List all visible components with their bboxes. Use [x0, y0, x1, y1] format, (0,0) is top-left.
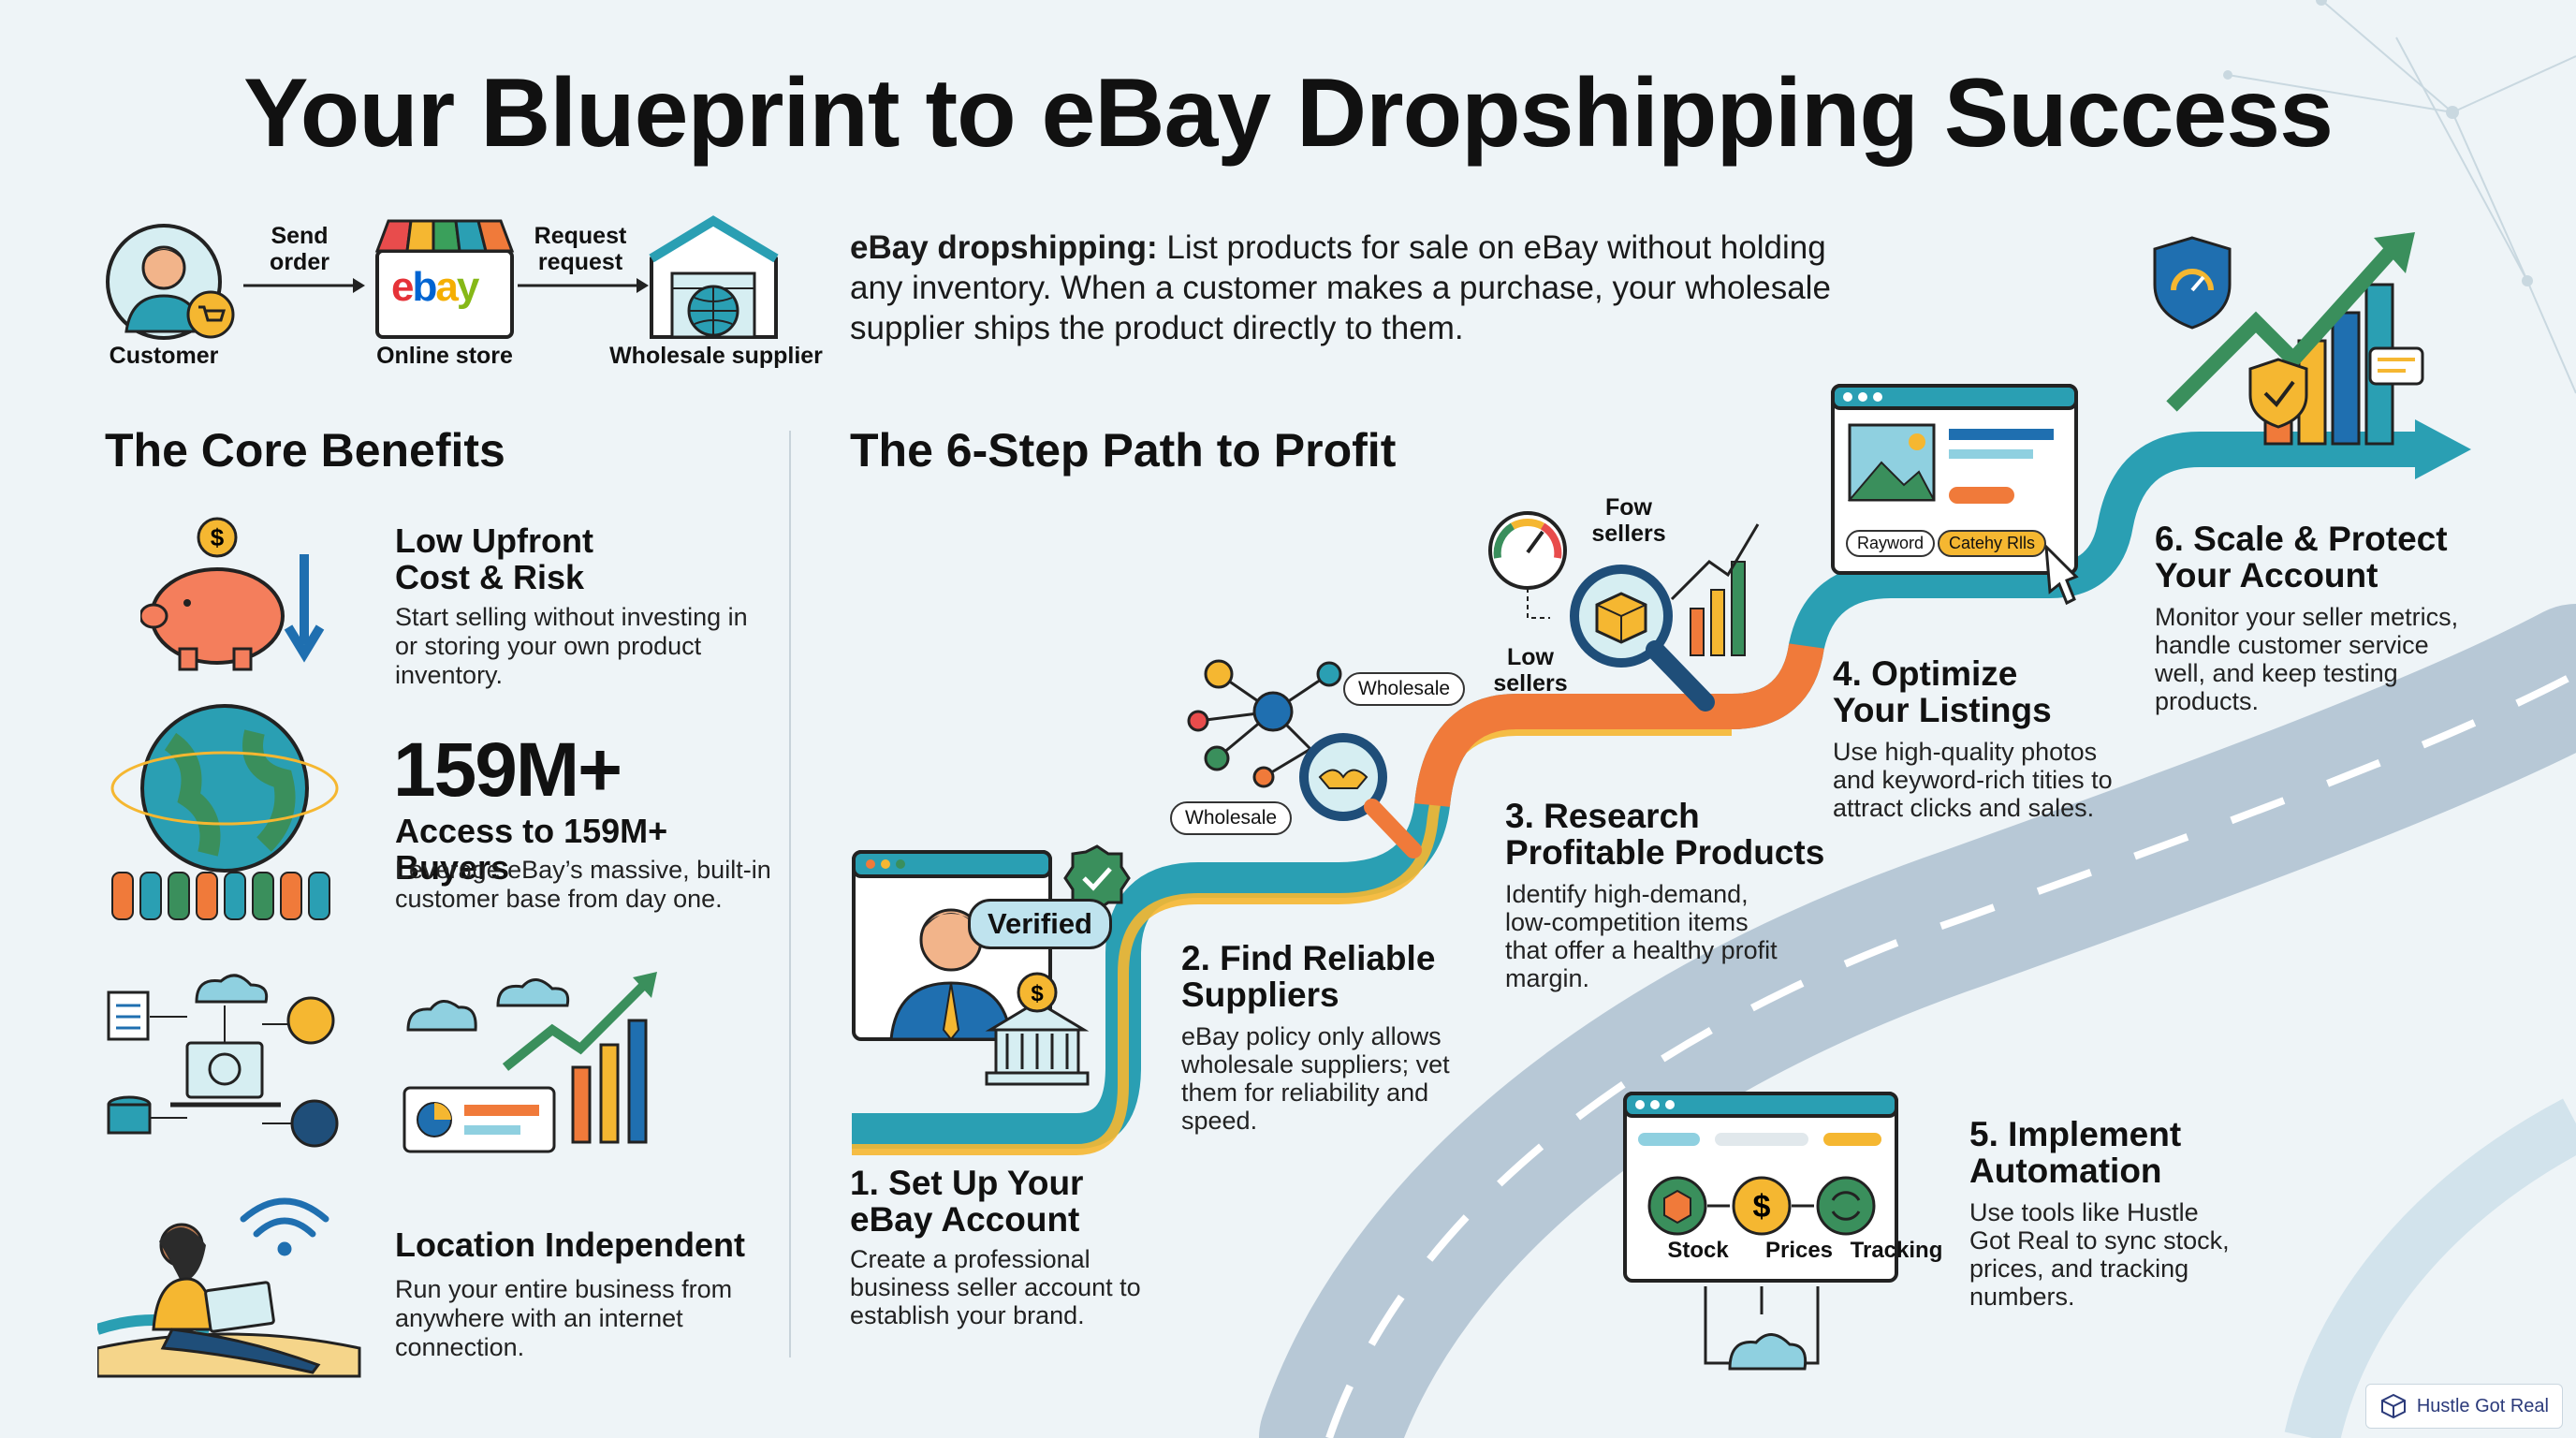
svg-text:$: $ — [211, 523, 225, 551]
wholesale-chip: Wholesale — [1170, 801, 1293, 835]
step-5-title: 5. Implement Automation — [1969, 1115, 2182, 1190]
arrow-right-icon — [243, 278, 365, 293]
ebay-logo: ebay — [391, 264, 479, 310]
stock-label: Stock — [1667, 1238, 1729, 1263]
step-4-text: Use high-quality photos and keyword-rich… — [1833, 738, 2113, 822]
beach-laptop-icon — [97, 1197, 361, 1378]
supplier-network-icon — [1187, 659, 1422, 858]
benefit-2-text: Leverage eBay’s massive, built-in custom… — [395, 856, 771, 913]
customer-label: Customer — [109, 343, 219, 369]
low-sellers-label: Low sellers — [1493, 644, 1568, 697]
brand-label: Hustle Got Real — [2416, 1395, 2549, 1416]
scale-protect-icon — [2153, 232, 2424, 446]
page-title: Your Blueprint to eBay Dropshipping Succ… — [243, 59, 2334, 168]
prices-label: Prices — [1764, 1238, 1834, 1263]
benefit-1-text: Start selling without investing in or st… — [395, 603, 748, 689]
store-icon — [374, 219, 515, 339]
benefit-2-title: Access to 159M+ Buyers — [395, 812, 668, 887]
store-label: Online store — [376, 343, 513, 369]
benefit-4-title: Location Independent — [395, 1225, 745, 1264]
benefits-heading: The Core Benefits — [105, 424, 505, 477]
svg-text:$: $ — [1753, 1189, 1771, 1225]
definition-text: List products for sale on eBay without h… — [850, 229, 1831, 346]
step-2-text: eBay policy only allows wholesale suppli… — [1181, 1022, 1450, 1135]
step-3-text: Identify high-demand, low-competition it… — [1505, 880, 1778, 992]
steps-heading: The 6-Step Path to Profit — [850, 424, 1397, 477]
tracking-label: Tracking — [1850, 1238, 1943, 1263]
globe-crowd-icon — [110, 704, 339, 920]
arrow-right-icon — [518, 278, 649, 293]
keyword-chip: Rayword — [1846, 530, 1936, 557]
step-1-title: 1. Set Up Your eBay Account — [850, 1164, 1084, 1239]
customer-icon — [106, 224, 235, 340]
automation-icon: $ — [1623, 1092, 1898, 1371]
definition-term: eBay dropshipping: — [850, 229, 1158, 266]
buyers-count: 159M+ — [393, 727, 622, 813]
step-3-title: 3. Research Profitable Products — [1505, 797, 1825, 872]
cube-logo-icon — [2380, 1393, 2406, 1419]
catchy-title-chip: Catehy Rlls — [1938, 530, 2047, 557]
verified-badge: Verified — [968, 899, 1112, 949]
brand-badge[interactable]: Hustle Got Real — [2364, 1384, 2563, 1429]
wholesale-chip: Wholesale — [1343, 672, 1466, 706]
svg-text:$: $ — [1031, 981, 1044, 1006]
product-research-icon — [1488, 511, 1760, 712]
warehouse-icon — [649, 215, 779, 339]
send-order-label: Send order — [270, 223, 329, 275]
few-sellers-label: Fow sellers — [1591, 494, 1666, 547]
step-6-text: Monitor your seller metrics, handle cust… — [2155, 603, 2459, 715]
request-label: Request request — [534, 223, 627, 275]
supplier-label: Wholesale supplier — [609, 343, 823, 369]
cloud-network-icon — [107, 974, 339, 1148]
listing-optimize-icon — [1831, 384, 2079, 606]
step-6-title: 6. Scale & Protect Your Account — [2155, 520, 2448, 594]
step-5-text: Use tools like Hustle Got Real to sync s… — [1969, 1198, 2230, 1311]
column-divider — [789, 431, 791, 1357]
step-4-title: 4. Optimize Your Listings — [1833, 654, 2052, 729]
growth-dashboard-icon — [402, 972, 657, 1153]
piggy-bank-icon: $ — [140, 517, 325, 671]
step-1-text: Create a professional business seller ac… — [850, 1245, 1141, 1329]
step-2-title: 2. Find Reliable Suppliers — [1181, 939, 1436, 1014]
benefit-1-title: Low Upfront Cost & Risk — [395, 521, 593, 596]
definition: eBay dropshipping: List products for sal… — [850, 227, 1880, 348]
benefit-4-text: Run your entire business from anywhere w… — [395, 1275, 733, 1361]
account-setup-icon: $ — [852, 844, 1131, 1086]
